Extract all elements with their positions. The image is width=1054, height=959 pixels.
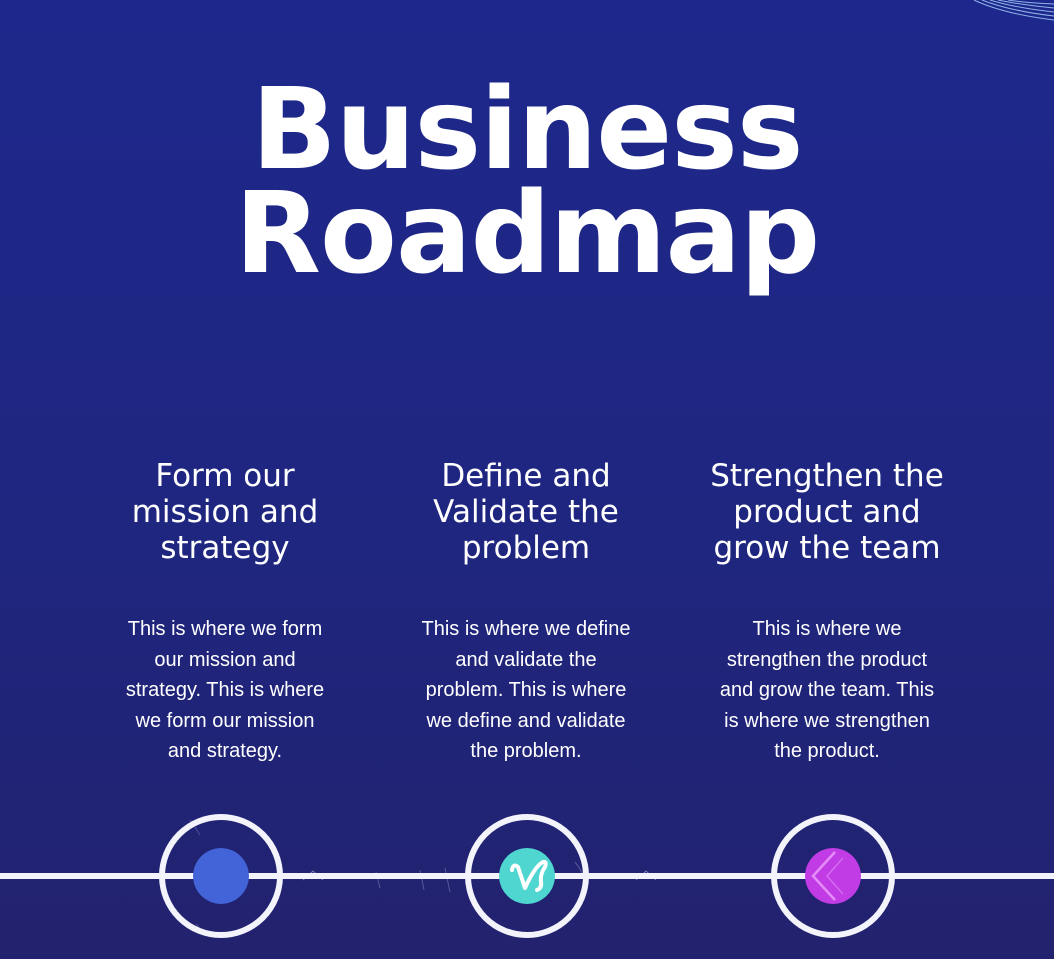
step-text-line: and grow the team. This	[719, 679, 935, 701]
step-heading: Form our mission and strategy	[90, 458, 360, 570]
step-text-line: problem. This is where	[425, 679, 627, 701]
timeline-marker-2	[465, 814, 589, 938]
timeline-marker-3	[771, 814, 895, 938]
timeline-marker-1	[159, 814, 283, 938]
angle-bracket-icon	[805, 848, 861, 904]
step-text-line: and strategy.	[167, 740, 283, 762]
step-heading-line: product and	[733, 494, 921, 530]
step-text-line: is where we strengthen	[724, 709, 930, 732]
step-column-2: Define and Validate the problem This is …	[391, 458, 661, 767]
title-line-2: Roadmap	[234, 169, 820, 299]
title-line-1: Business	[251, 65, 803, 195]
step-text-line: we define and validate	[426, 709, 626, 732]
step-heading-line: Validate the	[433, 494, 619, 530]
step-column-3: Strengthen the product and grow the team…	[692, 458, 962, 767]
step-column-1: Form our mission and strategy This is wh…	[90, 458, 360, 767]
step-description: This is where we define and validate the…	[391, 614, 661, 767]
step-text-line: we form our mission	[135, 709, 315, 732]
step-text-line: This is where we	[752, 618, 902, 640]
corner-wave-decoration-icon	[973, 0, 1054, 21]
step-heading-line: problem	[461, 530, 591, 566]
solid-dot-icon	[193, 848, 249, 904]
step-text-line: strategy. This is where	[125, 679, 325, 701]
step-text-line: This is where we form	[127, 618, 323, 640]
step-description: This is where we form our mission and st…	[90, 614, 360, 767]
step-text-line: This is where we define	[421, 618, 631, 640]
step-heading-line: mission and	[131, 494, 319, 530]
step-heading: Strengthen the product and grow the team	[692, 458, 962, 570]
step-heading-line: grow the team	[713, 530, 941, 566]
step-text-line: and validate the	[455, 648, 597, 671]
step-heading-line: strategy	[160, 530, 290, 566]
step-heading-line: Form our	[155, 458, 295, 494]
step-text-line: our mission and	[154, 648, 296, 671]
step-description: This is where we strengthen the product …	[692, 614, 962, 767]
step-heading-line: Strengthen the	[710, 458, 944, 494]
step-text-line: the product.	[774, 740, 880, 762]
page-title: Business Roadmap	[0, 65, 1054, 299]
step-text-line: the problem.	[470, 740, 582, 762]
step-text-line: strengthen the product	[726, 648, 928, 671]
script-v-logo-icon	[499, 848, 555, 904]
step-heading: Define and Validate the problem	[391, 458, 661, 570]
step-heading-line: Define and	[441, 458, 611, 494]
